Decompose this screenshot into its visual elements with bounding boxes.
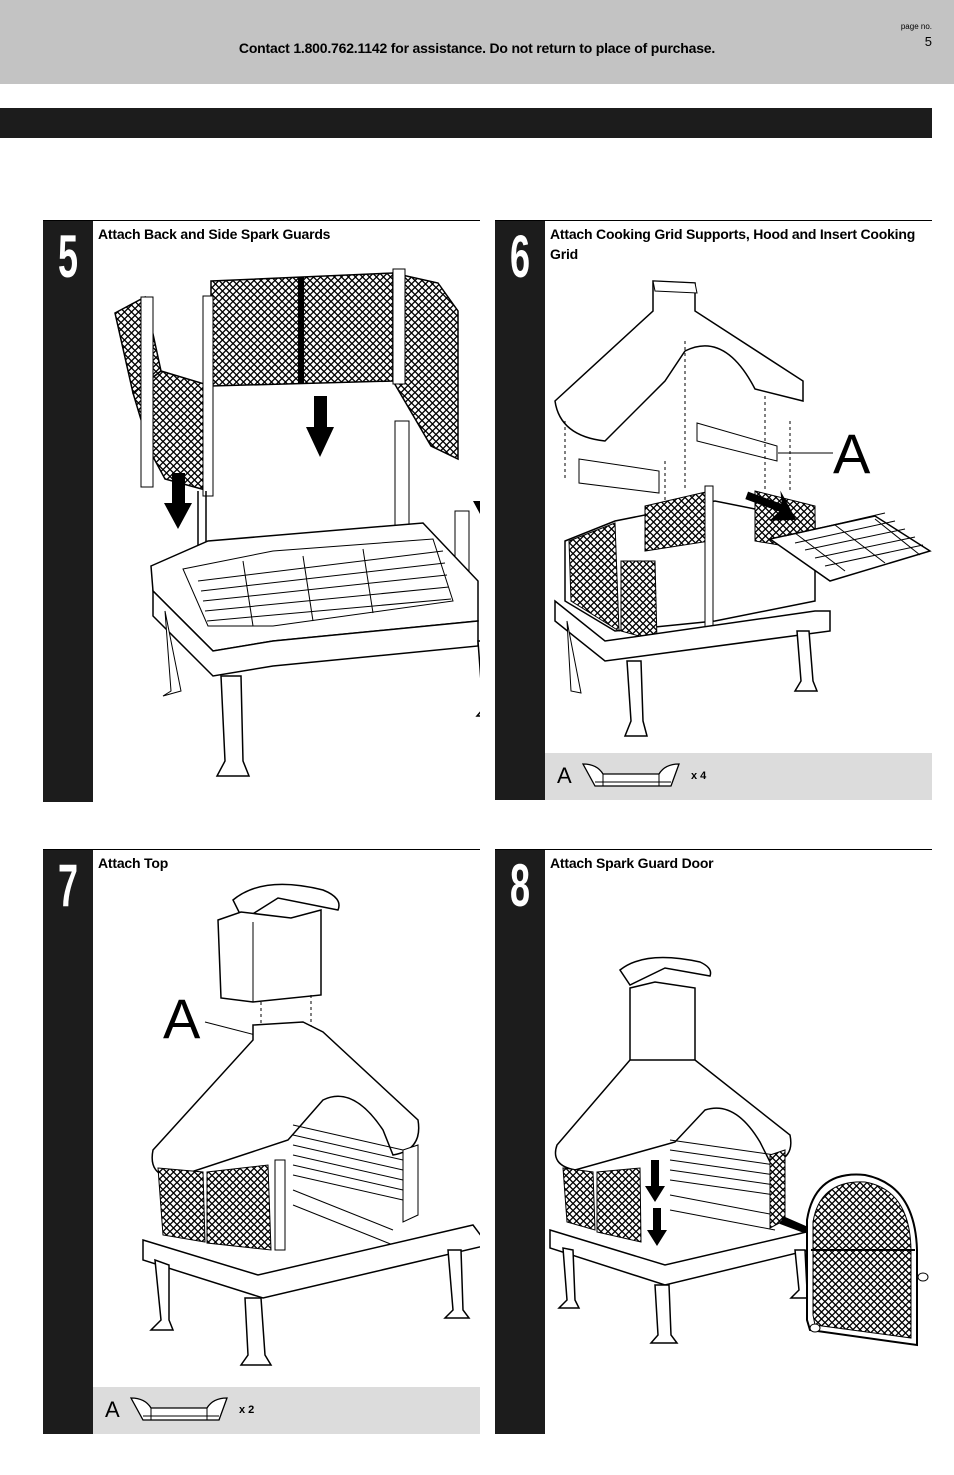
assistance-contact: Contact 1.800.762.1142 for assistance. D… bbox=[238, 40, 716, 56]
parts-box: A x 4 bbox=[545, 753, 932, 800]
section-bar bbox=[0, 108, 932, 138]
step-title: Attach Back and Side Spark Guards bbox=[98, 226, 331, 242]
step-number-column: 8 bbox=[495, 850, 545, 1434]
step-number: 7 bbox=[57, 852, 79, 919]
step-title: Attach Top bbox=[98, 855, 169, 871]
step-number: 8 bbox=[509, 852, 531, 919]
part-quantity: x 2 bbox=[239, 1404, 255, 1416]
spark-guard-door-illustration bbox=[549, 956, 929, 1347]
spark-guards-illustration bbox=[114, 268, 480, 777]
page-number-label: page no. bbox=[900, 22, 932, 31]
part-letter: A bbox=[105, 1397, 120, 1422]
attach-top-illustration: A bbox=[142, 883, 480, 1366]
cooking-grid-hood-illustration: A bbox=[554, 280, 932, 737]
wing-nut-part-icon bbox=[129, 1397, 228, 1421]
step-number-column: 5 bbox=[43, 221, 93, 802]
part-letter: A bbox=[557, 763, 572, 788]
parts-box: A x 2 bbox=[93, 1387, 480, 1434]
step-number: 5 bbox=[57, 223, 79, 290]
step-5: 5 Attach Back and Side Spark Guards bbox=[43, 220, 480, 802]
step-number-column: 7 bbox=[43, 850, 93, 1434]
step-number-column: 6 bbox=[495, 221, 545, 800]
page-number: 5 bbox=[924, 34, 932, 49]
step-6: 6 Attach Cooking Grid Supports, Hood and… bbox=[495, 220, 932, 800]
step-8: 8 Attach Spark Guard Door bbox=[495, 849, 932, 1434]
page-header: Contact 1.800.762.1142 for assistance. D… bbox=[0, 0, 954, 84]
part-quantity: x 4 bbox=[691, 770, 707, 782]
callout-a-label: A bbox=[163, 987, 201, 1050]
callout-a-label: A bbox=[833, 422, 871, 485]
wing-nut-part-icon bbox=[581, 763, 680, 787]
step-number: 6 bbox=[509, 223, 531, 290]
step-title: Attach Spark Guard Door bbox=[550, 855, 714, 871]
step-title: Attach Cooking Grid Supports, Hood and I… bbox=[550, 226, 916, 262]
step-7: 7 Attach Top A bbox=[43, 849, 480, 1434]
